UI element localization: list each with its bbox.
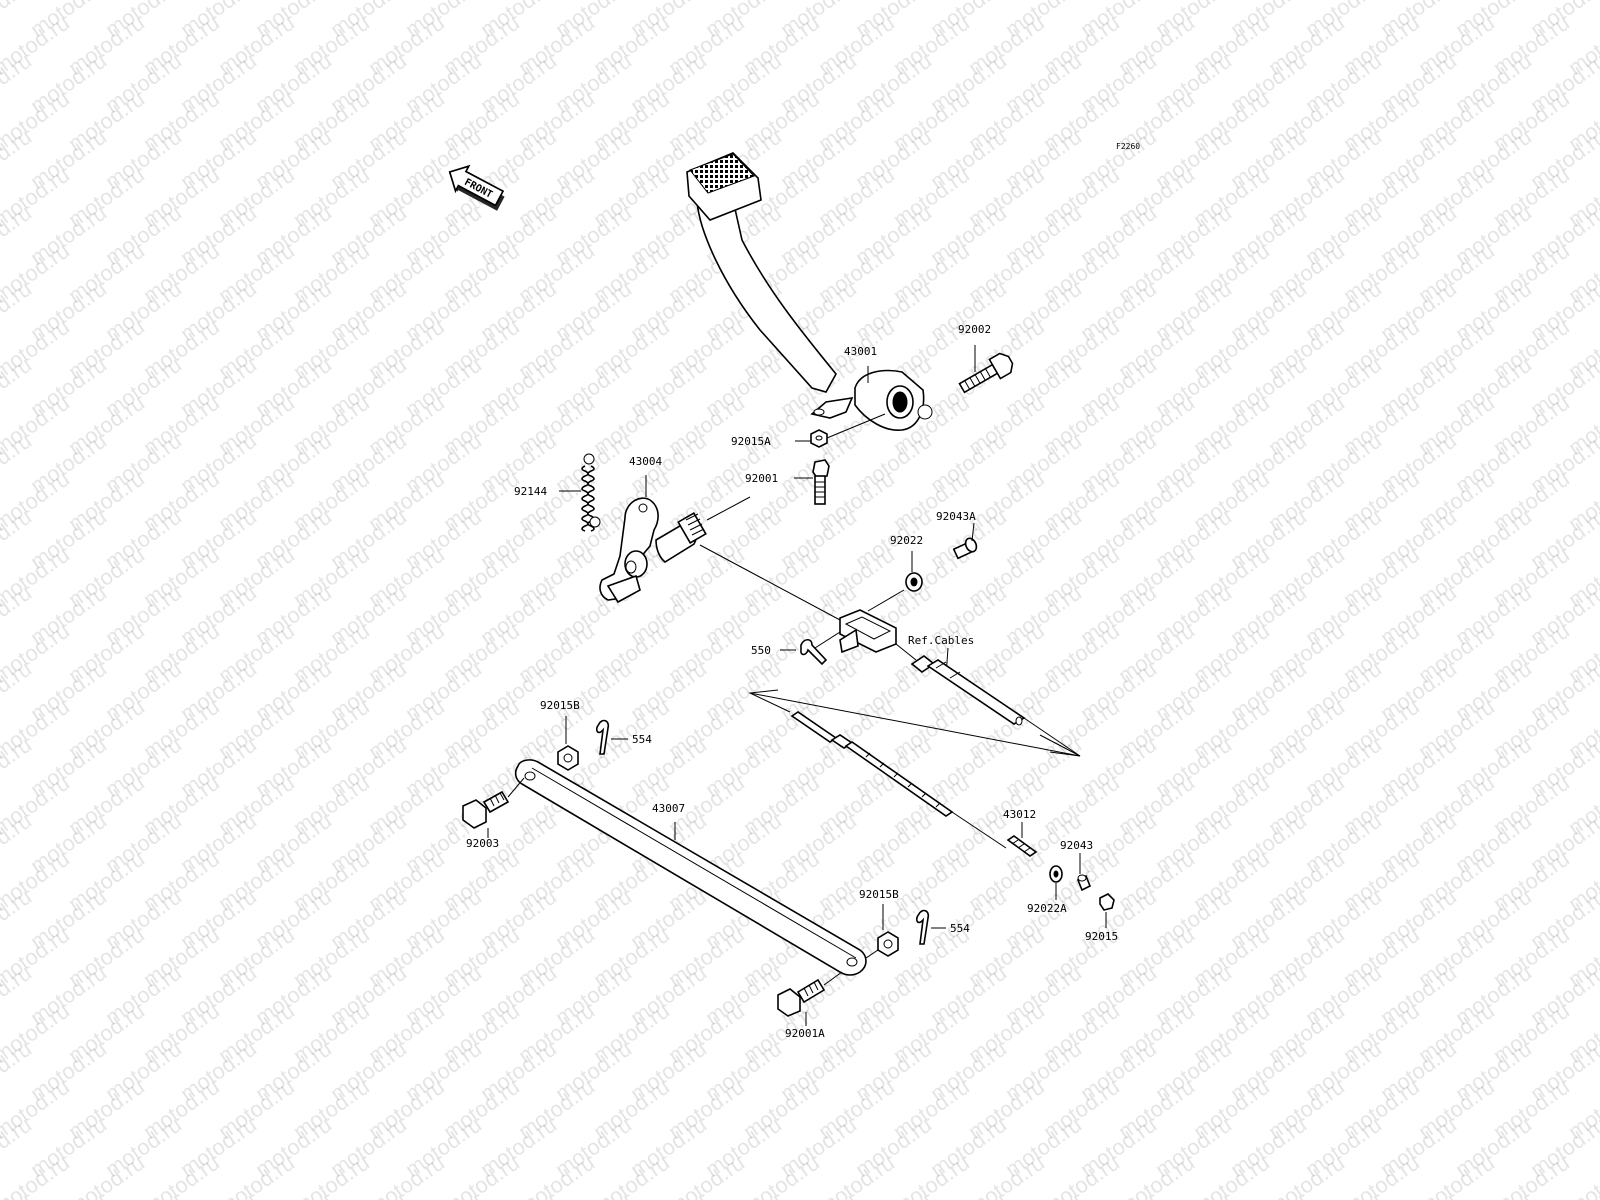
brake-cable-upper xyxy=(895,643,1081,757)
label-554-top: 554 xyxy=(632,733,652,746)
washer-92022A xyxy=(1049,865,1063,900)
nut-92015 xyxy=(1099,893,1115,928)
nut-92015B-top xyxy=(557,716,579,771)
label-ref-cables: Ref.Cables xyxy=(908,634,974,647)
label-43004: 43004 xyxy=(629,455,662,468)
brake-pedal-43001 xyxy=(686,152,933,431)
label-43012: 43012 xyxy=(1003,808,1036,821)
bolt-92003 xyxy=(462,777,525,838)
label-92015B-bottom: 92015B xyxy=(859,888,899,901)
bolt-92001 xyxy=(794,459,830,505)
nut-92015B-bottom xyxy=(865,904,899,959)
label-92001: 92001 xyxy=(745,472,778,485)
label-92015A: 92015A xyxy=(731,435,771,448)
label-92002: 92002 xyxy=(958,323,991,336)
bolt-92001A xyxy=(777,971,843,1026)
label-92043A: 92043A xyxy=(936,510,976,523)
pin-92043A xyxy=(952,522,978,560)
cable-clevis xyxy=(839,609,897,654)
label-554-bottom: 554 xyxy=(950,922,970,935)
nut-92015A xyxy=(795,413,886,448)
bolt-92002 xyxy=(958,352,1014,394)
drawing-code: F2260 xyxy=(1116,142,1140,151)
label-92043: 92043 xyxy=(1060,839,1093,852)
label-92001A: 92001A xyxy=(785,1027,825,1040)
link-rod-43007 xyxy=(514,759,867,976)
cable-break-marker xyxy=(748,689,1081,757)
brake-shaft-43004 xyxy=(599,475,751,604)
label-92015: 92015 xyxy=(1085,930,1118,943)
label-92144: 92144 xyxy=(514,485,547,498)
label-550: 550 xyxy=(751,644,771,657)
cotter-pin-554-top xyxy=(595,719,628,755)
pin-92043 xyxy=(1076,853,1092,892)
washer-92022 xyxy=(867,551,923,612)
label-43007: 43007 xyxy=(652,802,685,815)
label-92003: 92003 xyxy=(466,837,499,850)
label-43001: 43001 xyxy=(844,345,877,358)
front-arrow-icon: FRONT xyxy=(448,164,505,211)
spring-92144 xyxy=(559,453,601,532)
label-92022A: 92022A xyxy=(1027,902,1067,915)
brake-rod-43012 xyxy=(790,711,1038,857)
cotter-pin-554-bottom xyxy=(915,909,946,945)
label-92015B-top: 92015B xyxy=(540,699,580,712)
label-92022: 92022 xyxy=(890,534,923,547)
cotter-pin-550 xyxy=(780,631,841,666)
